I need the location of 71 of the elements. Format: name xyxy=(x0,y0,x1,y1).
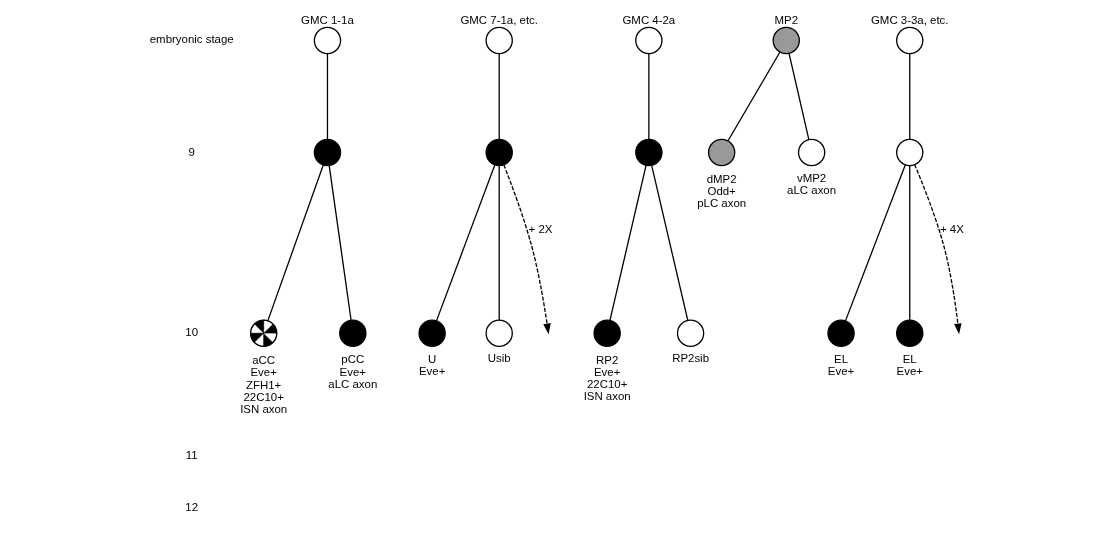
node-label: GMC 1-1a xyxy=(301,13,354,26)
node-circle xyxy=(896,26,924,55)
edge-label: + 4X xyxy=(939,223,964,236)
node-circle xyxy=(896,319,924,347)
node-label: vMP2 xyxy=(796,172,827,185)
node-circle xyxy=(339,319,367,347)
node-label: Eve+ xyxy=(896,365,923,378)
node-label: Eve+ xyxy=(418,365,446,378)
node-circle xyxy=(635,138,663,167)
node-label: Odd+ xyxy=(707,184,736,197)
connector xyxy=(609,164,647,322)
connector xyxy=(435,164,496,322)
node-label: Eve+ xyxy=(339,365,367,378)
node-circle xyxy=(707,138,736,167)
node-circle xyxy=(827,319,855,347)
node-label: Eve+ xyxy=(827,365,855,378)
node-circle xyxy=(635,26,663,55)
node-label: ZFH1+ xyxy=(246,378,282,391)
node-label: ISN axon xyxy=(240,403,288,416)
node-label: GMC 7-1a, etc. xyxy=(460,13,538,26)
connector xyxy=(328,164,352,321)
node-circle xyxy=(772,26,800,55)
node-label: pCC xyxy=(341,353,365,366)
node-circle xyxy=(313,138,342,167)
node-circle xyxy=(485,138,513,167)
node-label: RP2sib xyxy=(672,352,710,365)
label: 10 xyxy=(185,326,199,339)
node-label: Eve+ xyxy=(593,365,621,378)
node-label: U xyxy=(428,352,437,365)
node-label: ISN axon xyxy=(583,390,631,403)
node-circle xyxy=(797,138,826,167)
node-circle xyxy=(313,26,342,55)
connector xyxy=(909,53,911,140)
node-circle xyxy=(593,319,621,347)
node-circle xyxy=(485,319,513,347)
node-circle xyxy=(896,138,924,167)
node-label: 22C10+ xyxy=(586,378,628,391)
node-label: pLC axon xyxy=(697,197,747,210)
arrow xyxy=(914,164,962,335)
node-label: EL xyxy=(902,352,917,365)
node-label: dMP2 xyxy=(706,172,737,185)
node-label: 22C10+ xyxy=(243,390,284,403)
connector xyxy=(909,164,911,321)
node-circle xyxy=(485,26,513,55)
label: 9 xyxy=(188,145,195,158)
connector xyxy=(788,52,810,141)
connector xyxy=(727,51,781,142)
node-label: aLC axon xyxy=(787,184,837,197)
connector xyxy=(648,53,650,140)
node-label: MP2 xyxy=(774,13,799,26)
label: 11 xyxy=(185,449,198,462)
node-circle xyxy=(676,319,705,347)
node-label: aLC axon xyxy=(328,377,378,390)
connector xyxy=(326,53,329,140)
node-label: aCC xyxy=(252,354,276,367)
connector xyxy=(844,164,906,322)
label: 12 xyxy=(185,500,199,513)
node-circle xyxy=(418,319,446,347)
arrow xyxy=(503,164,551,335)
connector xyxy=(498,53,500,140)
node-label: RP2 xyxy=(596,353,619,366)
node-label: Usib xyxy=(487,352,511,365)
connector xyxy=(267,164,324,322)
node-label: GMC 4-2a xyxy=(622,13,676,26)
node-label: EL xyxy=(834,352,849,365)
connector xyxy=(651,164,689,322)
node-label: Eve+ xyxy=(250,366,277,379)
connector xyxy=(498,164,500,321)
edge-label: + 2X xyxy=(528,223,553,236)
label: embryonic stage xyxy=(149,33,234,46)
node-label: GMC 3-3a, etc. xyxy=(870,13,949,26)
